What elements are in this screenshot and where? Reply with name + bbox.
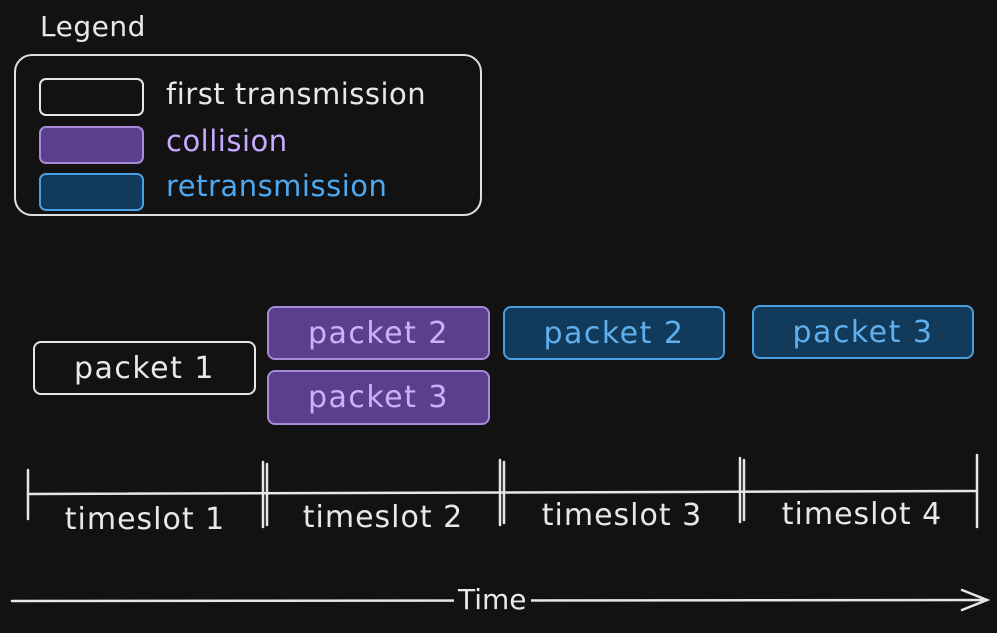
legend-label-retransmission: retransmission — [166, 169, 388, 203]
legend-swatch-retransmission — [39, 173, 144, 211]
legend-box — [14, 54, 482, 216]
legend-swatch-collision — [39, 126, 144, 164]
packet-3-collision: packet 3 — [267, 370, 490, 425]
timeline-baseline — [26, 489, 979, 496]
timeslot-label-4: timeslot 4 — [781, 497, 943, 532]
legend-label-first-transmission: first transmission — [166, 77, 427, 111]
time-axis-label: Time — [454, 585, 531, 615]
legend-title: Legend — [40, 10, 146, 43]
legend-label-collision: collision — [166, 124, 288, 158]
time-axis-arrowhead — [960, 588, 991, 612]
packet-2-collision: packet 2 — [267, 306, 490, 360]
packet-3-retransmission: packet 3 — [752, 305, 974, 359]
packet-2-retransmission: packet 2 — [503, 306, 725, 360]
packet-1-first-transmission: packet 1 — [33, 341, 256, 395]
timeslot-label-1: timeslot 1 — [64, 502, 226, 537]
timeslot-label-3: timeslot 3 — [541, 498, 703, 533]
legend-swatch-first-transmission — [39, 78, 144, 116]
timeslot-label-2: timeslot 2 — [302, 500, 464, 535]
